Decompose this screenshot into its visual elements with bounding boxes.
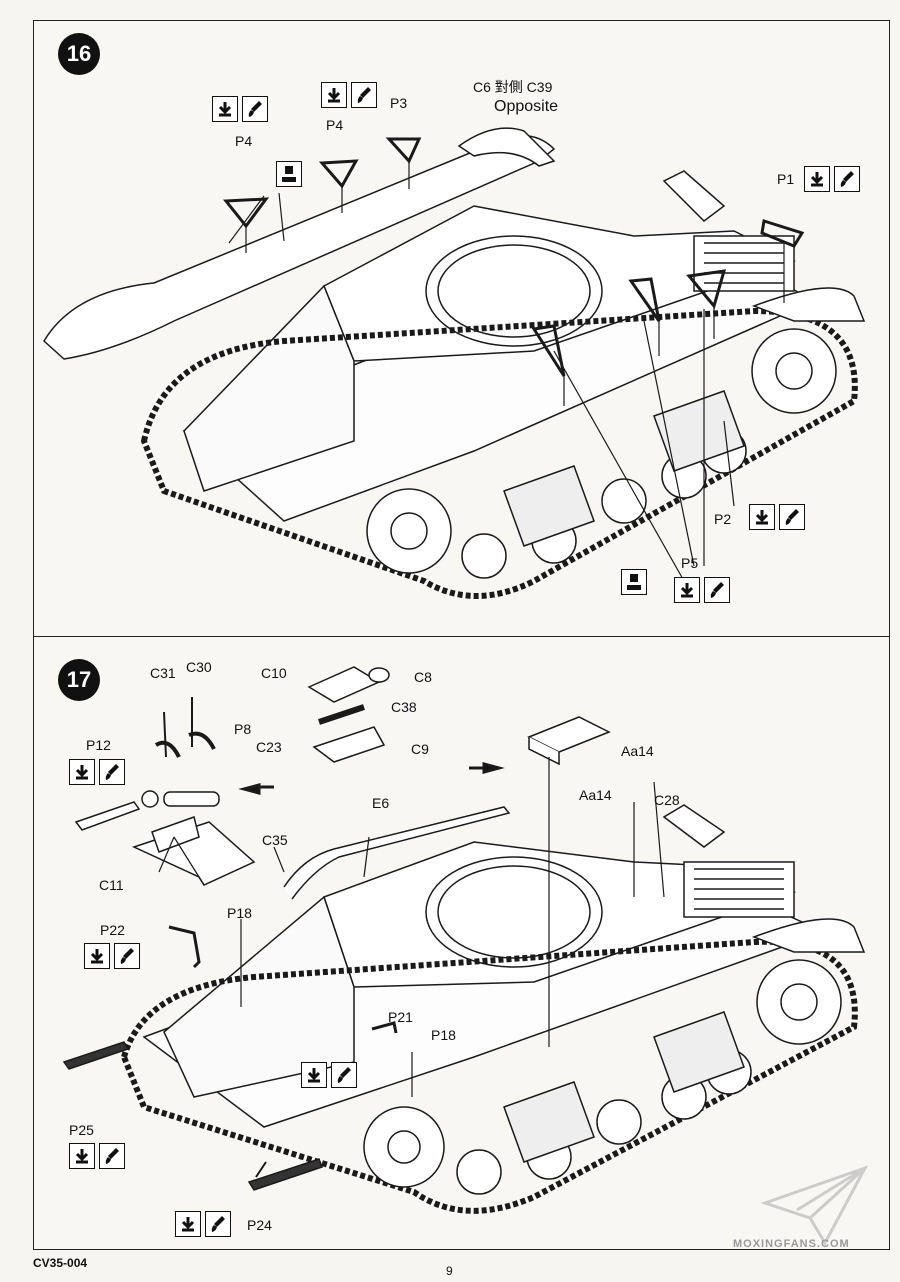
label-p18-left: P18 [227,905,252,921]
label-c9: C9 [411,741,429,757]
tank-drawing-step-16 [43,127,866,599]
label-c8: C8 [414,669,432,685]
label-p22: P22 [100,922,125,938]
label-p12: P12 [86,737,111,753]
step-16-number: 16 [58,33,100,75]
paint-icon [331,1062,357,1088]
label-p21: P21 [388,1009,413,1025]
attach-icon [175,1211,201,1237]
label-c10: C10 [261,665,287,681]
icon-group-p22 [84,943,140,969]
step-16-panel: 16 [33,20,890,637]
icon-group-p21 [301,1062,357,1088]
label-e6: E6 [372,795,390,811]
attach-icon [69,1143,95,1169]
icon-group-p12 [69,759,125,785]
label-p25: P25 [69,1122,94,1138]
label-p2: P2 [714,511,732,527]
label-p8: P8 [234,721,252,737]
label-p24: P24 [247,1217,272,1233]
attach-icon [301,1062,327,1088]
attach-icon [84,943,110,969]
paint-icon [704,577,730,603]
icon-group-p4 [212,96,268,122]
label-aa14-top: Aa14 [621,743,654,759]
label-p1: P1 [777,171,795,187]
icon-group-glue-p5 [621,569,647,595]
label-c11: C11 [99,877,124,893]
label-p5: P5 [681,555,699,571]
label-opposite: Opposite [494,98,559,115]
icon-group-p1 [804,166,860,192]
paint-icon [351,82,377,108]
paint-icon [99,759,125,785]
page-number: 9 [446,1264,453,1278]
label-c38: C38 [391,699,417,715]
paper-plane-logo-icon [760,1165,869,1247]
glue-icon [621,569,647,595]
paint-icon [205,1211,231,1237]
icon-group-p3 [321,82,377,108]
label-c28: C28 [654,792,680,808]
icon-group-p25 [69,1143,125,1169]
instruction-code: CV35-004 [33,1256,88,1270]
label-aa14-left: Aa14 [579,787,612,803]
step-17-number: 17 [58,659,100,701]
label-c6-opposite-c39: C6 對側 C39 [473,79,553,95]
attach-icon [804,166,830,192]
attach-icon [674,577,700,603]
icon-group-glue-p4 [276,161,302,187]
label-c23: C23 [256,739,282,755]
paint-icon [242,96,268,122]
paint-icon [779,504,805,530]
tank-drawing-step-17 [62,666,866,1214]
label-p4-top: P4 [326,117,344,133]
glue-icon [276,161,302,187]
attach-icon [321,82,347,108]
attach-icon [69,759,95,785]
label-c30: C30 [186,659,212,675]
label-p3: P3 [390,95,408,111]
label-c35: C35 [262,832,288,848]
attach-icon [212,96,238,122]
label-c31: C31 [150,665,176,681]
step-17-panel: 17 [33,636,890,1250]
icon-group-p2 [749,504,805,530]
label-p18-right: P18 [431,1027,456,1043]
icon-group-p5 [674,577,730,603]
paint-icon [99,1143,125,1169]
attach-icon [749,504,775,530]
icon-group-p24 [175,1211,231,1237]
watermark-text: MOXINGFANS.COM [733,1238,850,1250]
paint-icon [834,166,860,192]
label-p4-left: P4 [235,133,253,149]
paint-icon [114,943,140,969]
